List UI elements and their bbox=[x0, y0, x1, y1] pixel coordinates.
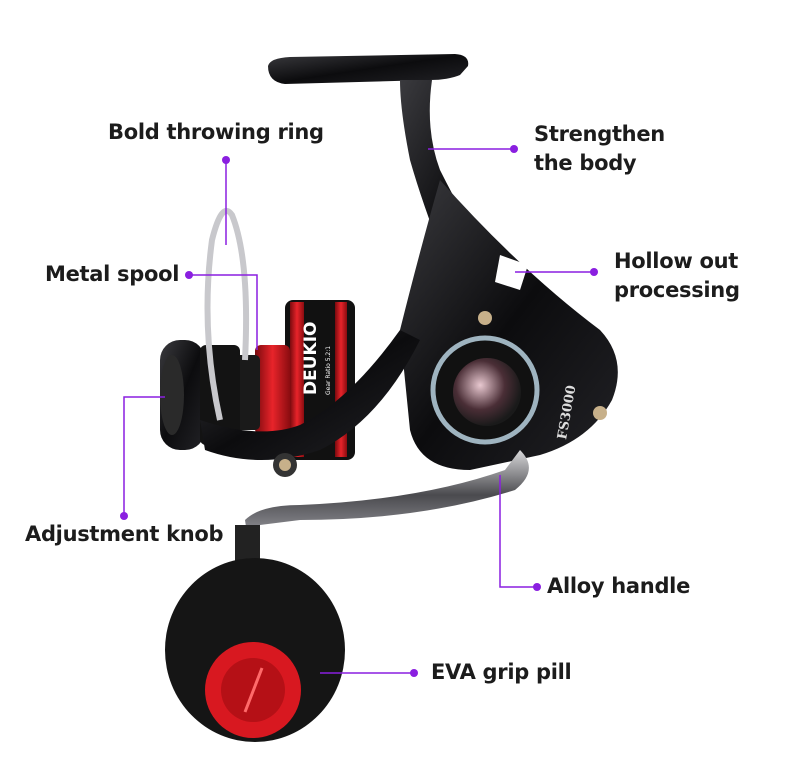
callout-lines bbox=[123, 148, 594, 674]
callout-hollow-line2: processing bbox=[614, 278, 740, 302]
callout-hollow-line1: Hollow out bbox=[614, 249, 738, 273]
callout-strengthen-line2: the body bbox=[534, 151, 637, 175]
brand-label: DEUKIO bbox=[301, 322, 321, 395]
callout-strengthen-body: Strengthen the body bbox=[534, 120, 665, 178]
callout-strengthen-line1: Strengthen bbox=[534, 122, 665, 146]
gear-ratio-label: Gear Ratio 5.2:1 bbox=[325, 346, 332, 395]
spool: DEUKIO Gear Ratio 5.2:1 bbox=[235, 300, 355, 460]
callout-metal-spool: Metal spool bbox=[45, 262, 180, 286]
callout-hollow-out: Hollow out processing bbox=[614, 247, 740, 305]
callout-eva-grip: EVA grip pill bbox=[431, 660, 572, 684]
callout-adjustment-knob: Adjustment knob bbox=[25, 522, 224, 546]
callout-alloy-handle: Alloy handle bbox=[547, 574, 691, 598]
callout-dots bbox=[120, 145, 598, 677]
eva-grip bbox=[165, 558, 345, 742]
throwing-ring bbox=[204, 207, 250, 421]
callout-throwing-ring: Bold throwing ring bbox=[108, 120, 324, 144]
reel-body: FS3000 bbox=[400, 180, 618, 470]
rotor-arm bbox=[200, 330, 420, 477]
